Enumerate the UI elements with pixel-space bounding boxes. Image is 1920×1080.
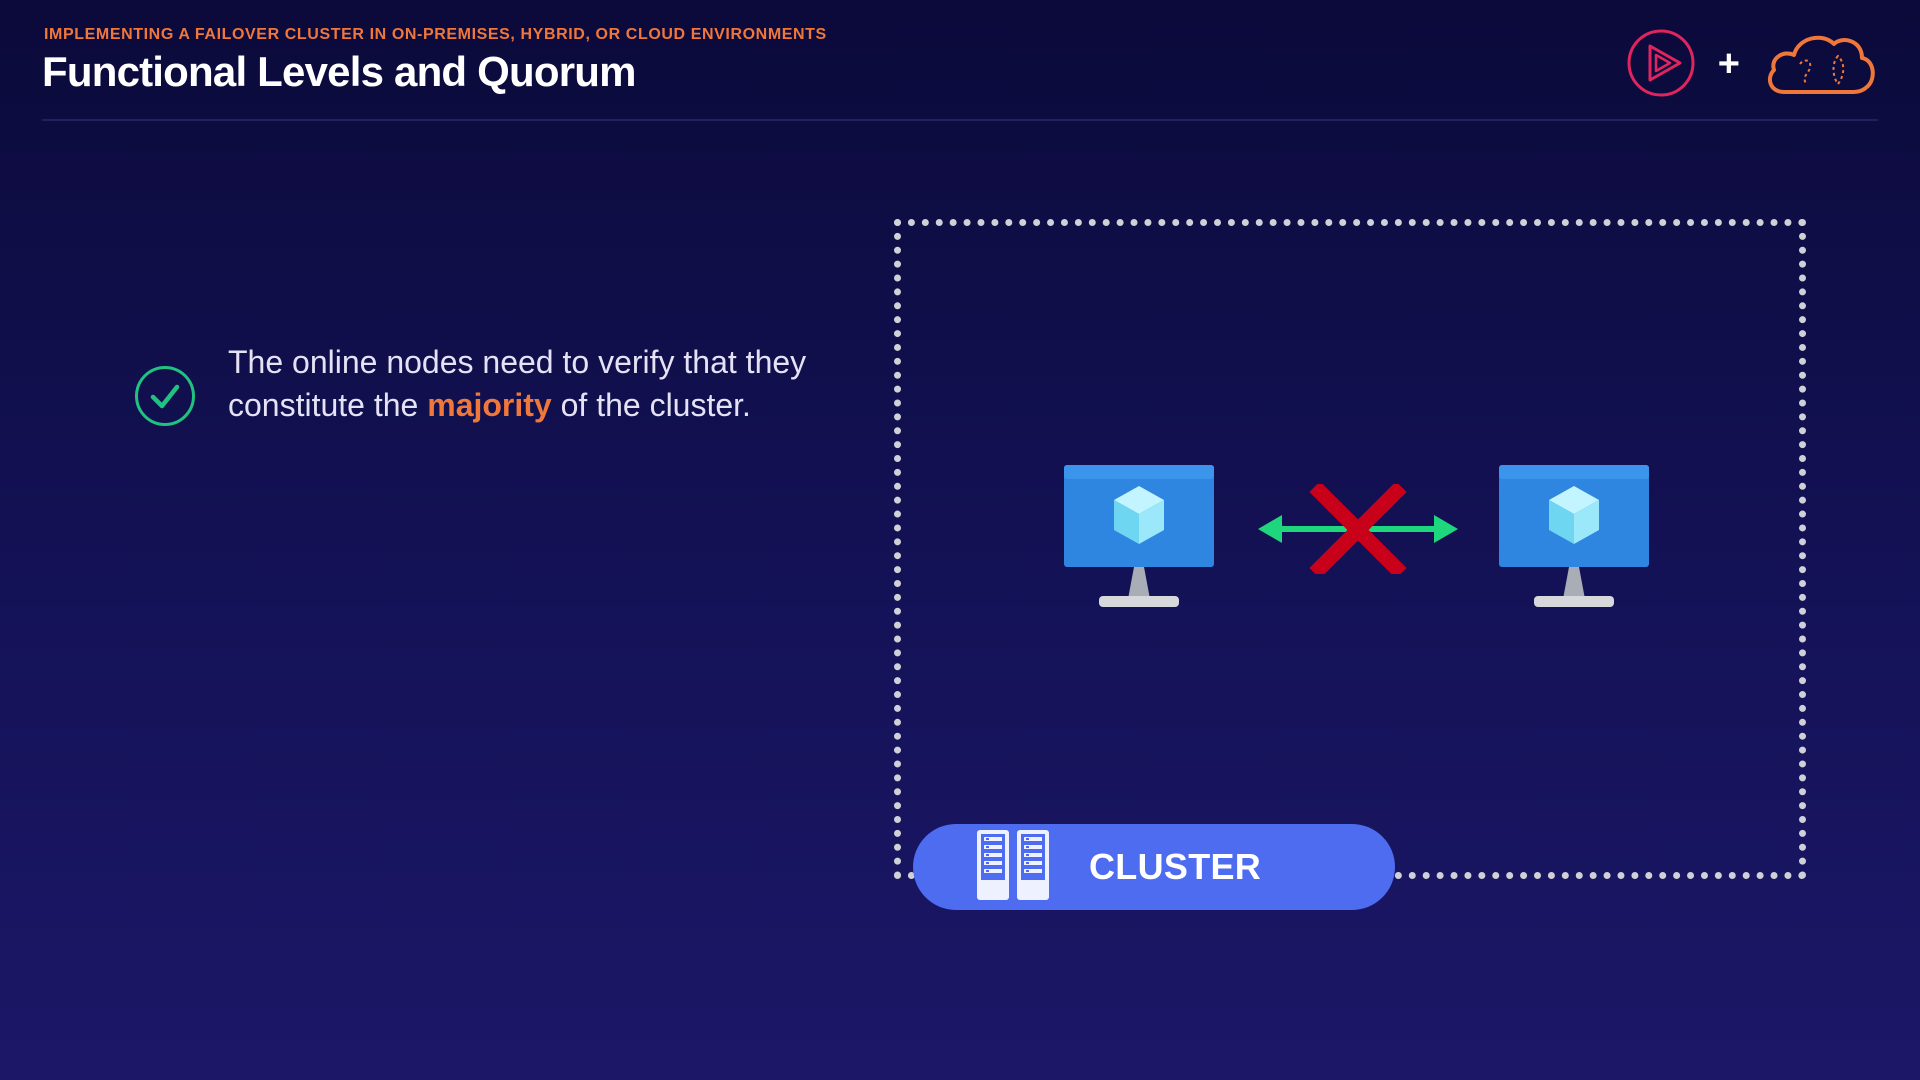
monitor-cube-icon	[1497, 465, 1651, 613]
cross-icon	[1309, 481, 1407, 579]
page-title: Functional Levels and Quorum	[42, 48, 636, 95]
cluster-badge: CLUSTER	[913, 824, 1395, 910]
bullet-text-after: of the cluster.	[551, 387, 751, 423]
server-rack-icon	[975, 828, 1051, 907]
bullet-text-before: The online nodes need to verify that the…	[228, 344, 807, 423]
plus-sign: +	[1717, 42, 1740, 85]
course-kicker: IMPLEMENTING A FAILOVER CLUSTER IN ON-PR…	[44, 26, 827, 43]
cloud-icon	[1762, 28, 1878, 103]
bullet-text: The online nodes need to verify that the…	[228, 341, 828, 427]
majority-highlight: majority	[427, 387, 552, 423]
header-divider	[42, 119, 1878, 121]
heartbeat-link	[1258, 481, 1458, 579]
cluster-node-left	[1062, 465, 1216, 614]
check-circle-icon	[134, 365, 196, 432]
brand-logos: +	[1626, 28, 1878, 103]
cluster-label: CLUSTER	[1089, 846, 1262, 887]
quorum-bullet: The online nodes need to verify that the…	[134, 341, 828, 432]
cluster-node-right	[1497, 465, 1651, 614]
play-icon	[1626, 28, 1696, 103]
monitor-cube-icon	[1062, 465, 1216, 613]
